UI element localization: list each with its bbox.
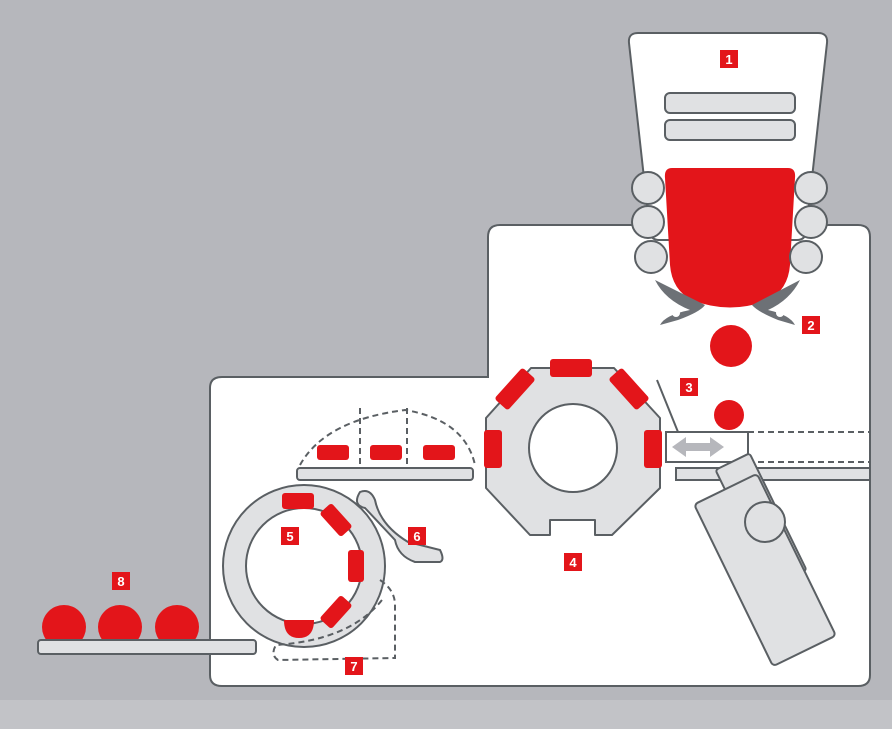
- double-arrow-icon: [672, 437, 724, 457]
- hopper-material: [664, 168, 796, 308]
- die-pocket-upper-right: [609, 368, 649, 410]
- hopper-slot-top: [664, 92, 796, 114]
- hopper-slot-bottom: [664, 119, 796, 141]
- label-3: 3: [680, 378, 698, 396]
- cutter-piece-1: [317, 445, 349, 460]
- label-5: 5: [281, 527, 299, 545]
- svg-text:7: 7: [350, 659, 357, 674]
- cutter-piece-2: [370, 445, 402, 460]
- cutter-dome: [296, 408, 476, 481]
- label-8: 8: [112, 572, 130, 590]
- feeder-pinch: [655, 280, 800, 325]
- svg-text:3: 3: [685, 380, 692, 395]
- discharge-chute: [272, 579, 396, 662]
- lower-band: [0, 700, 892, 729]
- hopper: [627, 32, 829, 308]
- die-pocket-left: [484, 430, 502, 468]
- output-belt: [37, 639, 257, 655]
- svg-text:5: 5: [286, 529, 293, 544]
- die-wheel: [484, 359, 662, 536]
- cutter-piece-3: [423, 445, 455, 460]
- label-6: 6: [408, 527, 426, 545]
- pusher-arm: [694, 453, 836, 666]
- die-pocket-right: [644, 430, 662, 468]
- label-4: 4: [564, 553, 582, 571]
- label-1: 1: [720, 50, 738, 68]
- output-product-2: [98, 605, 142, 649]
- svg-text:8: 8: [117, 574, 124, 589]
- output-product-3: [155, 605, 199, 649]
- drum-pocket-4: [320, 595, 352, 629]
- output-product-1: [42, 605, 86, 649]
- roller-column-right: [789, 171, 828, 274]
- drum-pocket-2: [320, 503, 352, 537]
- drum-pocket-1: [282, 493, 314, 509]
- die-pocket-top: [550, 359, 592, 377]
- drum-pocket-5: [284, 620, 314, 638]
- rotary-drum: [222, 484, 386, 648]
- falling-product-top: [710, 325, 752, 367]
- label-7: 7: [345, 657, 363, 675]
- label-2: 2: [802, 316, 820, 334]
- falling-product-bottom: [714, 400, 744, 430]
- svg-text:1: 1: [725, 52, 732, 67]
- drum-pocket-3: [348, 550, 364, 582]
- die-pocket-upper-left: [495, 368, 535, 410]
- guide-line: [656, 379, 679, 433]
- roller-column-left: [631, 171, 668, 274]
- svg-text:6: 6: [413, 529, 420, 544]
- svg-text:2: 2: [807, 318, 814, 333]
- ejector-lever: [355, 490, 444, 563]
- output-conveyor: [37, 605, 257, 655]
- svg-text:4: 4: [569, 555, 577, 570]
